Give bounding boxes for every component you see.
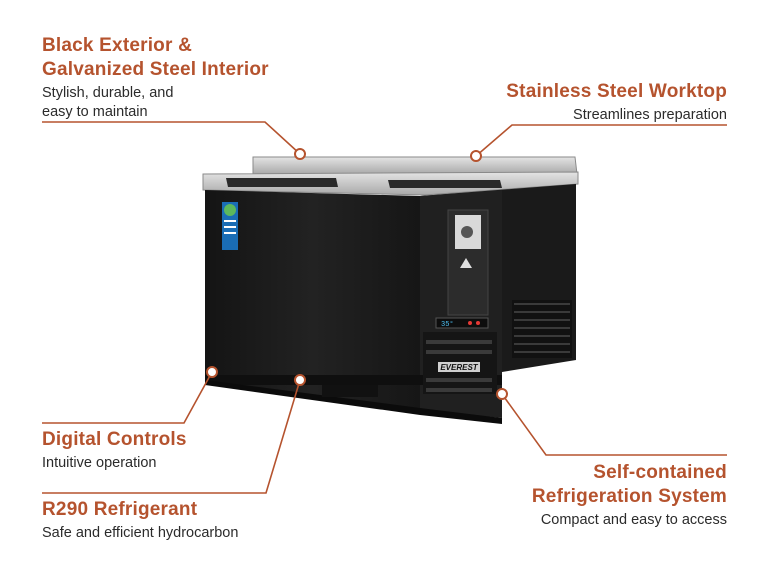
feature-title: Digital Controls [42,429,187,450]
feature-title: Stainless Steel Worktop [506,81,727,102]
leader-refrigerant [42,379,301,494]
leader-worktop [475,124,727,157]
dot-system [496,388,508,400]
feature-desc: Stylish, durable, and easy to maintain [42,85,174,120]
side-vent [512,300,572,358]
dot-exterior [294,148,306,160]
feature-desc: Compact and easy to access [540,512,727,528]
dot-refrigerant [294,374,306,386]
feature-worktop: Stainless Steel Worktop Streamlines prep… [407,80,727,125]
feature-desc: Streamlines preparation [573,107,727,123]
dot-worktop [470,150,482,162]
digital-control-panel: 35° [435,317,489,329]
leader-dots [206,148,508,400]
feature-desc: Safe and efficient hydrocarbon [42,525,239,541]
feature-title: Black Exterior & Galvanized Steel Interi… [42,35,269,80]
front-grille: EVEREST [423,332,497,394]
feature-exterior: Black Exterior & Galvanized Steel Interi… [42,34,342,122]
leader-lines [42,121,727,494]
bottle-opener [447,209,489,316]
leader-system [501,393,727,456]
leader-digital [42,371,213,424]
feature-digital-controls: Digital Controls Intuitive operation [42,428,322,473]
feature-desc: Intuitive operation [42,455,157,471]
dot-digital [206,366,218,378]
leader-exterior [42,121,301,155]
feature-title: Self-contained Refrigeration System [531,462,727,507]
brand-logo: EVEREST [440,363,478,372]
stainless-worktop [202,156,579,196]
energy-label-sticker [222,202,238,250]
display-reading: 35° [441,320,454,329]
feature-refrigerant: R290 Refrigerant Safe and efficient hydr… [42,498,362,543]
feature-title: R290 Refrigerant [42,499,198,520]
feature-refrigeration-system: Self-contained Refrigeration System Comp… [407,461,727,530]
